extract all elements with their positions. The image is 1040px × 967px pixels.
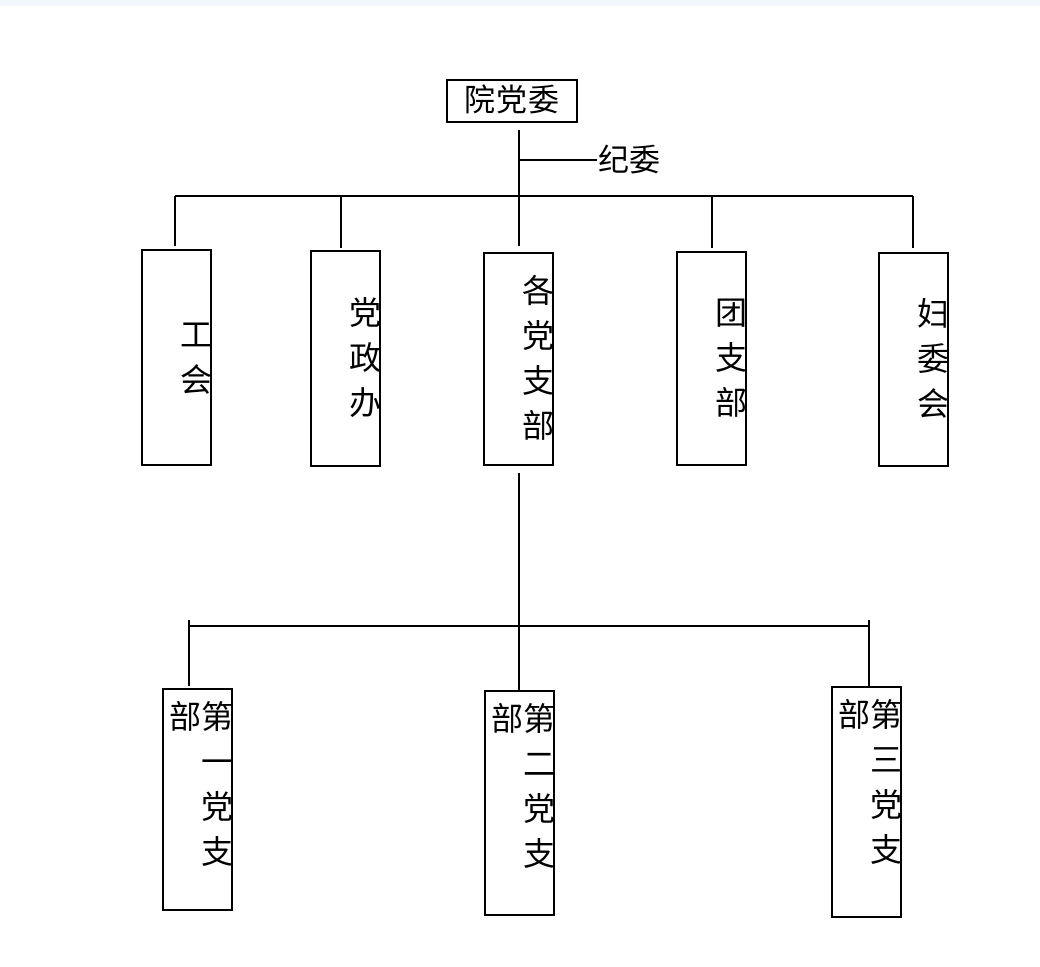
dept-label-party-branches: 各党支部 bbox=[517, 274, 555, 454]
dept-label-youth-league: 团支部 bbox=[710, 296, 748, 431]
branch-label-first: 第一党支部 bbox=[164, 700, 234, 880]
root-node-box: 院党委 bbox=[446, 79, 578, 123]
top-strip bbox=[0, 0, 1040, 6]
branch-box-third: 第三党支部 bbox=[831, 686, 903, 918]
dept-label-party-office: 党政办 bbox=[344, 296, 382, 431]
branch-label-second: 第二党支部 bbox=[486, 702, 556, 882]
side-branch-label: 纪委 bbox=[598, 143, 660, 179]
root-node-label: 院党委 bbox=[464, 82, 560, 119]
dept-box-party-branches: 各党支部 bbox=[483, 252, 555, 466]
dept-box-youth-league: 团支部 bbox=[676, 251, 748, 466]
dept-box-union: 工会 bbox=[141, 249, 213, 466]
branch-box-second: 第二党支部 bbox=[484, 690, 556, 916]
branch-label-third: 第三党支部 bbox=[833, 698, 903, 878]
dept-box-party-office: 党政办 bbox=[310, 250, 382, 467]
dept-label-women-committee: 妇委会 bbox=[912, 297, 950, 432]
dept-box-women-committee: 妇委会 bbox=[878, 252, 950, 467]
branch-box-first: 第一党支部 bbox=[162, 688, 234, 911]
dept-label-union: 工会 bbox=[175, 317, 213, 408]
